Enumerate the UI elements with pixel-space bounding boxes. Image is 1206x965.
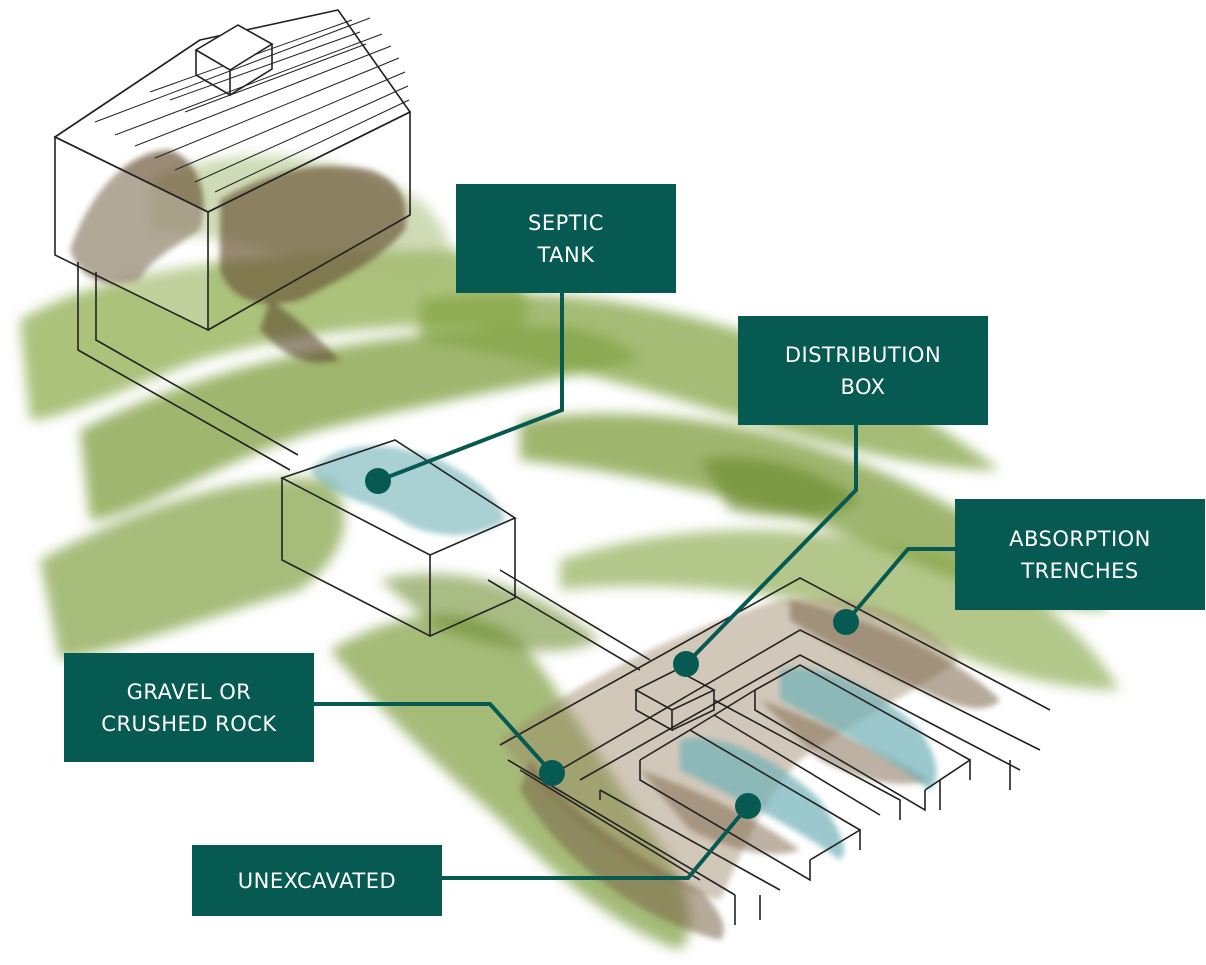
unexcavated-leader [442,804,750,880]
septic-tank-box [279,439,517,638]
unexcavated-dot [735,793,761,819]
septic-tank-dot [365,468,391,494]
septic-tank-leader [379,292,564,482]
pipe-lower [95,272,299,456]
trench-water [680,668,937,860]
distribution-box-label: DISTRIBUTION BOX [738,316,988,425]
absorption-trenches-dot [833,609,859,635]
trench-outlines [499,577,1051,925]
unexcavated-label: UNEXCAVATED [192,845,442,916]
gravel-dot [539,760,565,786]
septic-tank-label: SEPTIC TANK [456,184,676,293]
distribution-box-label-line2: BOX [840,374,886,399]
distribution-box-dot [673,651,699,677]
leader-dots [365,468,859,819]
septic-water [310,446,505,535]
unexcavated-label-line1: UNEXCAVATED [237,868,397,893]
leader-lines [314,292,955,880]
house [53,9,412,332]
distribution-box [634,669,716,732]
house-shading [70,150,407,363]
absorption-trenches-label-line2: TRENCHES [1021,558,1139,583]
distribution-box-leader [684,425,858,666]
pipe-tank-dbox-b [499,569,651,661]
septic-tank-label-line1: SEPTIC [528,210,604,235]
line-art [53,9,1051,925]
pipe-tank-dbox-a [487,579,641,671]
distribution-box-label-line1: DISTRIBUTION [784,342,942,367]
absorption-trenches-leader [844,547,955,624]
pipe-upper [77,262,291,471]
septic-tank-label-line2: TANK [537,242,595,267]
absorption-trenches-label-line1: ABSORPTION [1009,526,1151,551]
gravel-label: GRAVEL OR CRUSHED ROCK [64,653,314,762]
gravel-label-line2: CRUSHED ROCK [101,711,277,736]
gravel-label-line1: GRAVEL OR [126,679,252,704]
absorption-trenches-label: ABSORPTION TRENCHES [955,499,1205,610]
gravel-leader [314,702,554,775]
